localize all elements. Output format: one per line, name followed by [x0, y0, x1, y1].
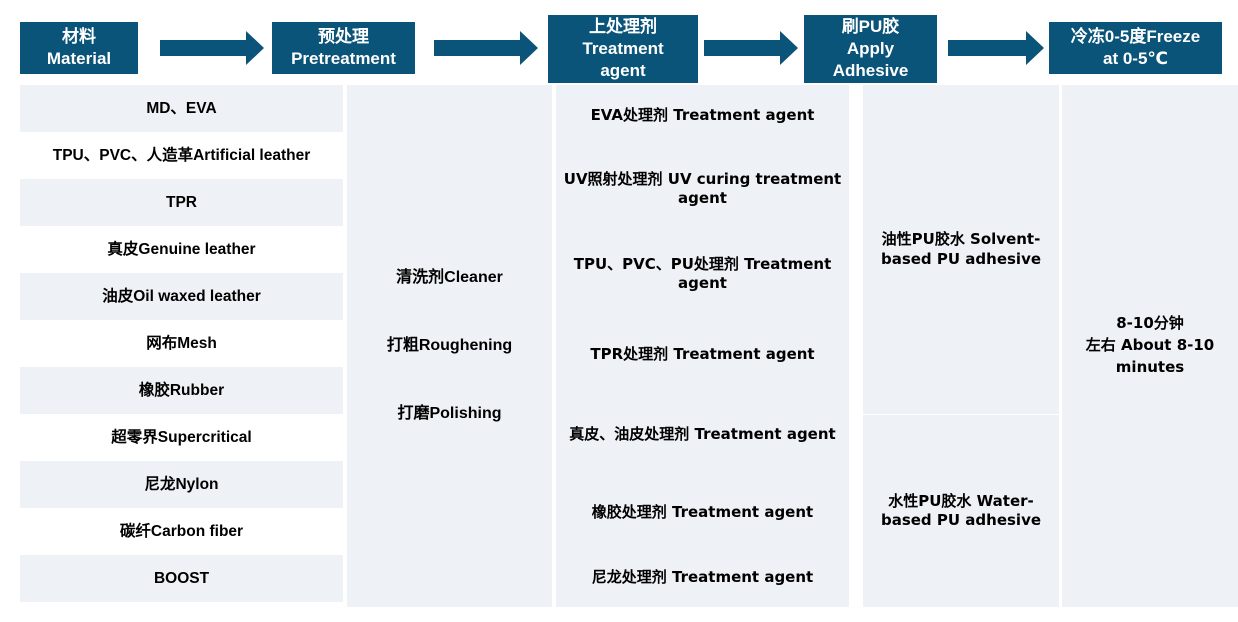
treatment-agent-item: 尼龙处理剂 Treatment agent: [591, 567, 814, 586]
adhesive-item: 水性PU胶水 Water-based PU adhesive: [880, 491, 1042, 530]
material-row: 超零界Supercritical: [20, 414, 343, 461]
pretreatment-item: 打磨Polishing: [397, 405, 502, 422]
arrow-adhesive-to-freeze: [948, 31, 1044, 65]
step-label-en: at 0-5℃: [1103, 49, 1168, 68]
arrow-material-to-pretreatment: [160, 31, 264, 65]
step-box-pretreatment[interactable]: 预处理 Pretreatment: [272, 22, 415, 74]
step-label-en-1: Treatment: [582, 38, 664, 58]
step-label-zh: 上处理剂: [589, 16, 657, 36]
step-label-en: Pretreatment: [291, 49, 396, 68]
treatment-agent-item: 真皮、油皮处理剂 Treatment agent: [569, 425, 836, 444]
column-materials: MD、EVA TPU、PVC、人造革Artificial leather TPR…: [20, 85, 343, 602]
freeze-time-value: 8-10分钟 左右 About 8-10 minutes: [1085, 314, 1215, 376]
material-row: MD、EVA: [20, 85, 343, 132]
material-row: 真皮Genuine leather: [20, 226, 343, 273]
treatment-agent-item: UV照射处理剂 UV curing treatment agent: [563, 169, 842, 208]
step-label-zh: 预处理: [318, 26, 369, 46]
treatment-agent-item: 橡胶处理剂 Treatment agent: [591, 503, 814, 522]
column-adhesives: 油性PU胶水 Solvent-based PU adhesive 水性PU胶水 …: [863, 85, 1059, 607]
pretreatment-item: 打粗Roughening: [386, 337, 513, 354]
step-box-material[interactable]: 材料 Material: [20, 22, 138, 74]
material-row: 油皮Oil waxed leather: [20, 273, 343, 320]
step-label-en-2: Adhesive: [832, 61, 909, 81]
step-label-zh: 材料: [62, 26, 96, 46]
material-row: 碳纤Carbon fiber: [20, 508, 343, 555]
step-label-zh: 冷冻0-5度Freeze: [1070, 26, 1201, 46]
treatment-agent-item: TPR处理剂 Treatment agent: [590, 344, 815, 363]
step-label-zh: 刷PU胶: [841, 16, 900, 36]
adhesive-item: 油性PU胶水 Solvent-based PU adhesive: [880, 230, 1042, 268]
step-label-en-2: agent: [600, 61, 646, 81]
step-label-en: Material: [46, 49, 112, 68]
arrow-pretreatment-to-treatment: [434, 31, 538, 65]
treatment-agent-item: EVA处理剂 Treatment agent: [590, 106, 815, 125]
step-box-apply-adhesive[interactable]: 刷PU胶 Apply Adhesive: [804, 15, 937, 83]
step-box-freeze[interactable]: 冷冻0-5度Freeze at 0-5℃: [1049, 22, 1222, 74]
step-label-en-1: Apply: [846, 38, 895, 58]
adhesive-divider: [863, 414, 1059, 415]
material-row: 橡胶Rubber: [20, 367, 343, 414]
material-row: 尼龙Nylon: [20, 461, 343, 508]
arrow-treatment-to-adhesive: [704, 31, 798, 65]
column-freeze-time: 8-10分钟 左右 About 8-10 minutes: [1062, 85, 1238, 607]
column-treatment-agents: EVA处理剂 Treatment agent UV照射处理剂 UV curing…: [556, 85, 849, 607]
material-row: 网布Mesh: [20, 320, 343, 367]
material-row: TPR: [20, 179, 343, 226]
pretreatment-item: 清洗剂Cleaner: [396, 269, 503, 286]
treatment-agent-item: TPU、PVC、PU处理剂 Treatment agent: [573, 254, 832, 293]
material-row: BOOST: [20, 555, 343, 602]
step-box-treatment-agent[interactable]: 上处理剂 Treatment agent: [548, 15, 698, 83]
column-pretreatment: 清洗剂Cleaner 打粗Roughening 打磨Polishing: [347, 85, 552, 607]
material-row: TPU、PVC、人造革Artificial leather: [20, 132, 343, 179]
